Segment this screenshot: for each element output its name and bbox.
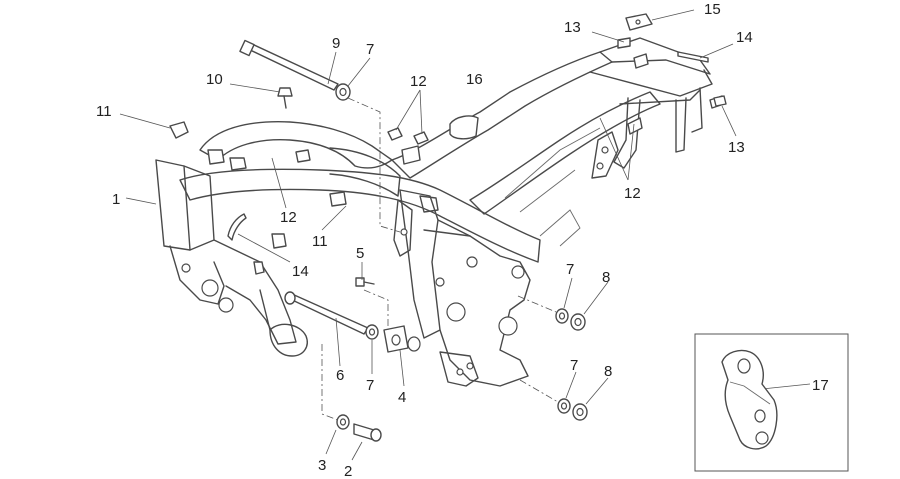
frame-pivot-plates xyxy=(295,145,531,387)
washer-3 xyxy=(336,414,350,430)
bolt-2 xyxy=(353,423,382,442)
callout-6: 6 xyxy=(336,367,344,384)
washers-7-8-lower xyxy=(557,398,588,421)
strip-14-top xyxy=(677,51,709,63)
callout-12-mid: 12 xyxy=(280,209,297,226)
bolt-5 xyxy=(355,277,375,287)
assembly-axes xyxy=(321,97,559,421)
callout-12-right: 12 xyxy=(624,185,641,202)
callout-9: 9 xyxy=(332,35,340,52)
callout-17: 17 xyxy=(812,377,829,394)
washers-7-8-upper xyxy=(555,308,586,331)
callout-15: 15 xyxy=(704,1,721,18)
callout-7-top: 7 xyxy=(366,41,374,58)
callout-7-lower-right: 7 xyxy=(570,357,578,374)
spacer-4 xyxy=(383,325,421,353)
callout-12-top: 12 xyxy=(410,73,427,90)
callout-11-mid: 11 xyxy=(312,233,328,250)
callout-16: 16 xyxy=(466,71,483,88)
frame-main-tubes xyxy=(179,37,725,263)
callout-13-top: 13 xyxy=(564,19,581,36)
callout-11-top: 11 xyxy=(96,103,112,120)
bolt-9 xyxy=(239,39,339,91)
inset-detail-17 xyxy=(694,333,849,472)
clip-11-top xyxy=(169,121,189,139)
callout-2: 2 xyxy=(344,463,352,479)
callout-10: 10 xyxy=(206,71,223,88)
callout-13-right: 13 xyxy=(728,139,745,156)
clip-13-right xyxy=(713,95,727,107)
frame-front-section xyxy=(155,149,308,357)
callout-labels: 15 13 14 9 7 10 12 16 11 13 12 1 12 11 5… xyxy=(96,1,829,479)
nut-7-top xyxy=(335,83,351,101)
callout-7-mid: 7 xyxy=(366,377,374,394)
clip-12-top xyxy=(387,127,429,145)
plate-15 xyxy=(625,13,653,31)
callout-5: 5 xyxy=(356,245,364,262)
callout-3: 3 xyxy=(318,457,326,474)
callout-14-mid: 14 xyxy=(292,263,309,280)
screw-10 xyxy=(277,87,293,109)
nut-7-mid xyxy=(365,324,379,340)
callout-7-upper-right: 7 xyxy=(566,261,574,278)
callout-8-lower: 8 xyxy=(604,363,612,380)
callout-4: 4 xyxy=(398,389,406,406)
callout-14-top: 14 xyxy=(736,29,753,46)
callout-8-upper: 8 xyxy=(602,269,610,286)
pad-16 xyxy=(449,115,479,140)
callout-1: 1 xyxy=(112,191,120,208)
leader-lines xyxy=(119,9,811,461)
